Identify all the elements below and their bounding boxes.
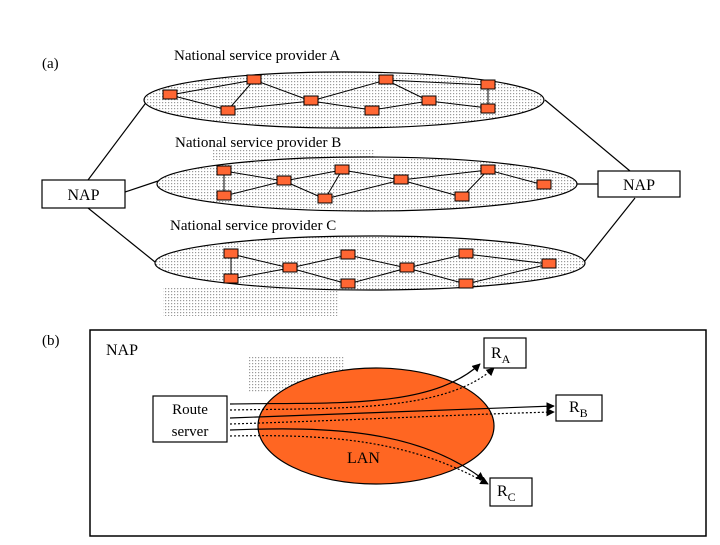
router-b-box — [555, 394, 603, 422]
router-node — [480, 164, 496, 175]
route-server-line1: Route — [172, 402, 208, 418]
provider-b-routers — [216, 164, 552, 204]
router-a-box — [483, 337, 527, 369]
router-a-label: RA — [491, 345, 511, 366]
router-node — [223, 248, 239, 259]
router-node — [458, 278, 474, 289]
flow-b-dotted — [229, 407, 555, 425]
router-node — [246, 74, 262, 85]
link-nap-left-a — [87, 99, 149, 181]
provider-c — [154, 235, 586, 316]
flow-c-dotted — [229, 435, 489, 485]
part-a-label: (a) — [42, 56, 59, 72]
router-node — [282, 262, 298, 273]
provider-c-routers — [223, 248, 557, 289]
provider-b-label-shading — [212, 150, 374, 160]
provider-a-routers — [162, 74, 496, 116]
link-nap-right-a — [544, 99, 631, 172]
provider-a-name: National service provider A — [174, 48, 340, 64]
router-node — [317, 193, 333, 204]
router-node — [541, 258, 557, 269]
nap-left-box — [41, 179, 126, 209]
link-nap-left-b — [124, 180, 159, 193]
provider-c-ellipse — [154, 235, 586, 291]
router-node — [303, 95, 319, 106]
provider-a — [143, 71, 545, 129]
router-node — [399, 262, 415, 273]
lan-label: LAN — [347, 450, 380, 467]
router-node — [480, 79, 496, 90]
route-server-box — [152, 395, 228, 443]
nap-left-label: NAP — [67, 187, 99, 204]
router-node — [223, 273, 239, 284]
link-nap-right-c — [583, 197, 636, 263]
provider-c-shading — [163, 288, 339, 316]
route-flows — [229, 363, 555, 485]
nap-right-label: NAP — [623, 177, 655, 194]
router-node — [458, 248, 474, 259]
router-node — [393, 174, 409, 185]
router-node — [340, 278, 356, 289]
router-node — [421, 95, 437, 106]
flow-a-solid — [229, 363, 481, 405]
router-node — [334, 164, 350, 175]
router-c-label: RC — [497, 483, 516, 504]
nap-detail-frame — [89, 329, 707, 537]
router-node — [378, 74, 394, 85]
router-node — [162, 89, 178, 100]
route-server-line2: server — [172, 424, 209, 440]
router-b-label: RB — [569, 399, 588, 420]
nap-right-box — [597, 170, 681, 198]
router-node — [216, 190, 232, 201]
provider-c-name: National service provider C — [170, 218, 336, 234]
provider-b-ellipse — [156, 156, 578, 212]
router-node — [340, 249, 356, 260]
router-node — [220, 105, 236, 116]
router-node — [216, 165, 232, 176]
router-node — [364, 105, 380, 116]
router-node — [480, 103, 496, 114]
provider-a-ellipse — [143, 71, 545, 129]
link-nap-left-c — [87, 207, 156, 263]
router-node — [454, 191, 470, 202]
provider-b-links — [223, 169, 545, 200]
provider-b — [156, 150, 578, 212]
flow-c-solid — [229, 428, 485, 481]
part-b-label: (b) — [42, 333, 60, 349]
router-node — [276, 175, 292, 186]
provider-b-name: National service provider B — [175, 135, 341, 151]
flow-a-dotted — [229, 367, 495, 411]
flow-b-solid — [229, 402, 555, 419]
router-c-box — [489, 477, 533, 507]
nap-detail-label: NAP — [106, 342, 138, 359]
router-node — [536, 179, 552, 190]
